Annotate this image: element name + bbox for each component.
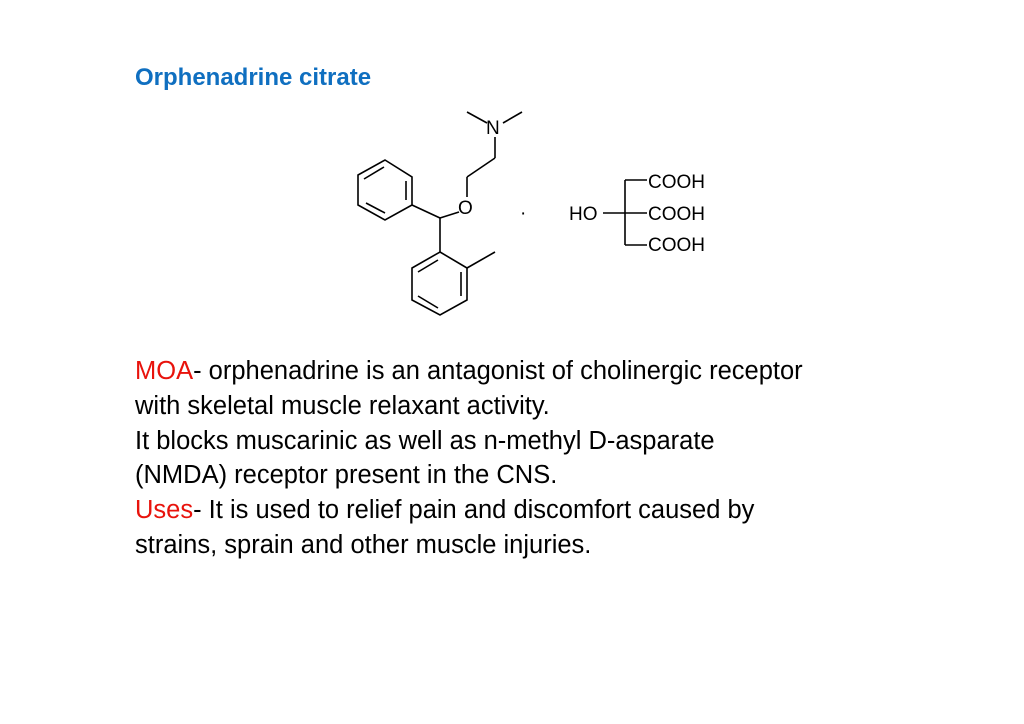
phenyl-ring <box>357 159 413 221</box>
orphenadrine-bonds <box>357 111 523 316</box>
page-title: Orphenadrine citrate <box>135 64 372 91</box>
ether-label: O <box>458 198 473 219</box>
carboxyl-label: COOH <box>648 172 705 193</box>
uses-text: - It is used to relief pain and discomfo… <box>193 496 755 525</box>
text-line: (NMDA) receptor present in the CNS. <box>135 461 558 490</box>
moa-line: MOA- orphenadrine is an antagonist of ch… <box>135 354 803 389</box>
text-line: It blocks muscarinic as well as n-methyl… <box>135 426 715 455</box>
text-line: strains, sprain and other muscle injurie… <box>135 530 592 559</box>
moa-text: - orphenadrine is an antagonist of choli… <box>193 357 803 385</box>
hydroxyl-label: HO <box>569 204 598 225</box>
carboxyl-label: COOH <box>648 204 705 225</box>
salt-dot: · <box>520 203 526 224</box>
amine-label: N <box>486 118 500 139</box>
carboxyl-label: COOH <box>648 235 705 256</box>
description-text: MOA- orphenadrine is an antagonist of ch… <box>135 354 803 563</box>
citrate-bonds <box>603 179 647 246</box>
moa-label: MOA <box>135 357 194 385</box>
tolyl-ring <box>411 251 468 316</box>
uses-line: Uses- It is used to relief pain and disc… <box>135 493 803 528</box>
text-line: with skeletal muscle relaxant activity. <box>135 391 550 420</box>
uses-label: Uses <box>135 496 194 525</box>
